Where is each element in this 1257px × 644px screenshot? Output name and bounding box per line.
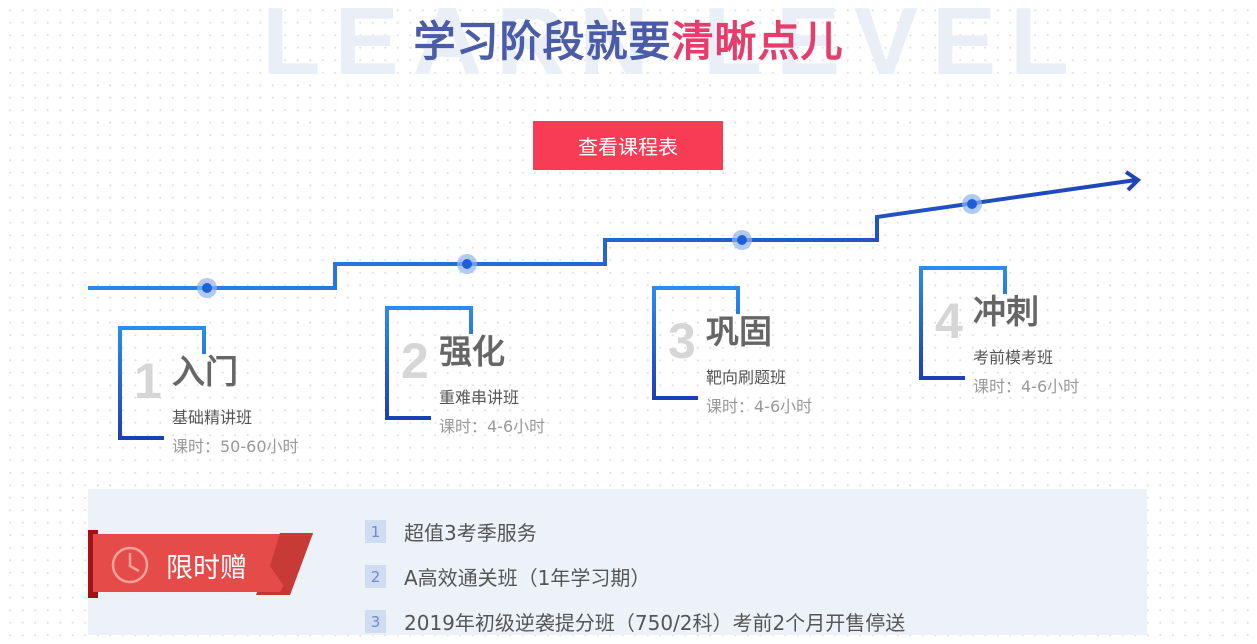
milestone-dot <box>962 194 982 214</box>
clock-icon <box>111 546 149 584</box>
gift-list: 1 超值3考季服务 2 A高效通关班（1年学习期） 3 2019年初级逆袭提分班… <box>365 509 905 644</box>
stage-title: 强化 <box>439 332 505 371</box>
stage-title: 巩固 <box>706 312 772 351</box>
stage-subtitle: 基础精讲班 <box>172 408 253 427</box>
stage-title: 入门 <box>172 352 238 391</box>
gift-list-item: 3 2019年初级逆袭提分班（750/2科）考前2个月开售停送 <box>365 599 905 644</box>
gift-item-text: 2019年初级逆袭提分班（750/2科）考前2个月开售停送 <box>404 611 906 635</box>
gift-item-index: 2 <box>365 565 386 588</box>
stage-subtitle: 考前模考班 <box>973 348 1054 367</box>
stage-subtitle: 重难串讲班 <box>439 388 520 407</box>
stage-hours: 课时：4-6小时 <box>439 417 546 436</box>
stage-frame <box>652 286 740 400</box>
gift-list-item: 1 超值3考季服务 <box>365 509 905 554</box>
headline-part1: 学习阶段就要 <box>413 17 672 66</box>
page-headline: 学习阶段就要清晰点儿 <box>0 12 1257 72</box>
stage-frame <box>118 326 206 440</box>
background-watermark: LEARN LEVEL <box>262 0 1083 95</box>
gift-badge-label: 限时赠 <box>166 553 247 584</box>
gift-item-index: 1 <box>365 520 386 543</box>
stage-hours: 课时：4-6小时 <box>706 397 813 416</box>
stage-frame <box>385 306 473 420</box>
stage-hours: 课时：4-6小时 <box>973 377 1080 396</box>
arrow-head-icon <box>1124 170 1142 192</box>
milestone-dot <box>732 230 752 250</box>
gift-item-text: 超值3考季服务 <box>404 521 537 545</box>
stage-number: 1 <box>134 353 162 409</box>
view-schedule-button[interactable]: 查看课程表 <box>533 121 723 170</box>
gift-item-index: 3 <box>365 610 386 633</box>
milestone-dot <box>197 278 217 298</box>
stage-subtitle: 靶向刷题班 <box>706 368 787 387</box>
gift-item-text: A高效通关班（1年学习期） <box>404 566 651 590</box>
stage-number: 4 <box>935 293 963 349</box>
headline-part2-highlight: 清晰点儿 <box>671 17 844 66</box>
stage-frame <box>919 266 1007 380</box>
stage-number: 2 <box>401 333 429 389</box>
stage-title: 冲刺 <box>973 292 1039 331</box>
milestone-dot <box>457 254 477 274</box>
gift-ribbon-badge <box>88 530 313 598</box>
stage-number: 3 <box>668 313 696 369</box>
gift-list-item: 2 A高效通关班（1年学习期） <box>365 554 905 599</box>
stage-hours: 课时：50-60小时 <box>172 437 299 456</box>
